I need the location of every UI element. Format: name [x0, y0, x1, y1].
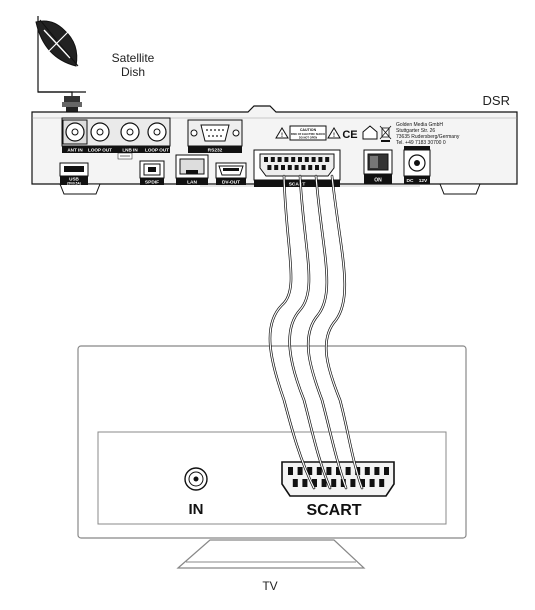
scart-pin [302, 479, 308, 487]
house-icon [362, 125, 378, 140]
warning-line1: CAUTION [300, 128, 317, 132]
warning-line2: RISK OF ELECTRIC SHOCK [291, 132, 325, 136]
ce-mark: CE [342, 129, 357, 141]
scart-pin [336, 467, 341, 475]
scart-pin [281, 165, 285, 170]
scart-pin [350, 479, 356, 487]
lnb-in-label: LNB IN [122, 148, 138, 153]
scart-pin [284, 157, 289, 162]
scart-pin [321, 165, 326, 170]
warning-line3: DO NOT OPEN [299, 136, 317, 140]
scart-pin [369, 479, 375, 487]
receiver-scart-label: SCART [289, 182, 306, 188]
spdif-port[interactable]: SPDIF [139, 160, 165, 186]
scart-pin [321, 479, 327, 487]
power-switch[interactable]: ON [363, 149, 393, 184]
scart-pin [312, 479, 317, 487]
scart-pin [360, 479, 365, 487]
manufacturer-line3: 73635 Rudersberg/Germany [396, 134, 460, 140]
dc-label: DC [407, 178, 414, 184]
rf-port-group: ANT IN LOOP OUT LNB IN LOOP OUT [61, 117, 171, 153]
spdif-label: SPDIF [145, 180, 159, 186]
scart-pin [331, 479, 337, 487]
scart-pin [326, 467, 332, 475]
manufacturer-line2: Stuttgarter Str. 26 [396, 128, 435, 134]
scart-pin [294, 165, 299, 170]
lnb-in-port[interactable] [120, 122, 140, 142]
manufacturer-line1: Golden Media GmbH [396, 122, 443, 128]
scart-pin [264, 157, 268, 162]
scart-pin [384, 467, 389, 475]
receiver-name: DSR [483, 93, 510, 108]
satellite-dish [35, 16, 86, 93]
dc-volt-label: 12V [419, 178, 428, 184]
manufacturer-line4: Tel. +49 7183 30700 0 [396, 140, 446, 146]
tv-stand [176, 539, 366, 569]
tv-antenna-in-port[interactable] [184, 467, 208, 491]
dc-input[interactable]: DC 12V [403, 146, 431, 184]
scart-pin [274, 165, 279, 170]
usb-label: USB [69, 177, 79, 182]
tv-scart-port[interactable] [281, 461, 395, 497]
tv-set [77, 345, 467, 569]
on-label: ON [374, 178, 382, 184]
scart-pin [297, 467, 303, 475]
lan-label: LAN [187, 180, 197, 186]
weee-bin-icon [379, 125, 392, 142]
scart-pin [364, 467, 370, 475]
loop-out-label-2: LOOP OUT [145, 148, 169, 153]
scart-pin [374, 467, 380, 475]
rs232-port[interactable]: RS232 [187, 119, 243, 154]
scart-pin [316, 467, 322, 475]
scart-pin [308, 165, 313, 170]
tv-name: TV [262, 579, 277, 593]
loop-out-label-1: LOOP OUT [88, 148, 112, 153]
scart-pin [311, 157, 316, 162]
dish-label-line2: Dish [121, 65, 145, 79]
dv-out-label: DV-OUT [222, 180, 240, 186]
safety-markings: ! CAUTION RISK OF ELECTRIC SHOCK DO NOT … [275, 125, 392, 142]
scart-pin [307, 467, 313, 475]
scart-pin [345, 467, 351, 475]
scart-pin [318, 157, 323, 162]
loop-out-port-2[interactable] [147, 122, 167, 142]
scart-pin [304, 157, 309, 162]
ant-in-port[interactable] [62, 119, 88, 145]
ant-in-label: ANT IN [67, 148, 83, 153]
scart-pin [287, 165, 292, 170]
scart-cable [268, 174, 364, 490]
receiver-scart-port[interactable]: SCART [253, 149, 341, 188]
tv-in-label: IN [189, 501, 204, 518]
scart-pin [325, 157, 330, 162]
manufacturer-info: Golden Media GmbH Stuttgarter Str. 26 73… [396, 122, 460, 146]
scart-pin [267, 165, 272, 170]
usb-sub-label: (5V/0.5A) [67, 182, 81, 186]
scart-pin [301, 165, 306, 170]
scart-pin [291, 157, 296, 162]
svg-text:!: ! [281, 133, 283, 139]
lan-port[interactable]: LAN [175, 154, 209, 186]
dv-out-port[interactable]: DV-OUT [215, 162, 247, 186]
tiny-info-mark [117, 152, 133, 160]
scart-pin [277, 157, 282, 162]
scart-pin [315, 165, 319, 170]
scart-pin [379, 479, 385, 487]
loop-out-port-1[interactable] [90, 122, 110, 142]
svg-text:!: ! [333, 133, 335, 139]
tv-scart-label: SCART [306, 502, 361, 519]
scart-pin [270, 157, 275, 162]
scart-pin [292, 479, 298, 487]
scart-pin [288, 467, 293, 475]
usb-port[interactable]: USB (5V/0.5A) [59, 162, 89, 186]
scart-pin [298, 157, 302, 162]
dish-label-line1: Satellite [112, 51, 155, 65]
rs232-label: RS232 [208, 148, 223, 154]
